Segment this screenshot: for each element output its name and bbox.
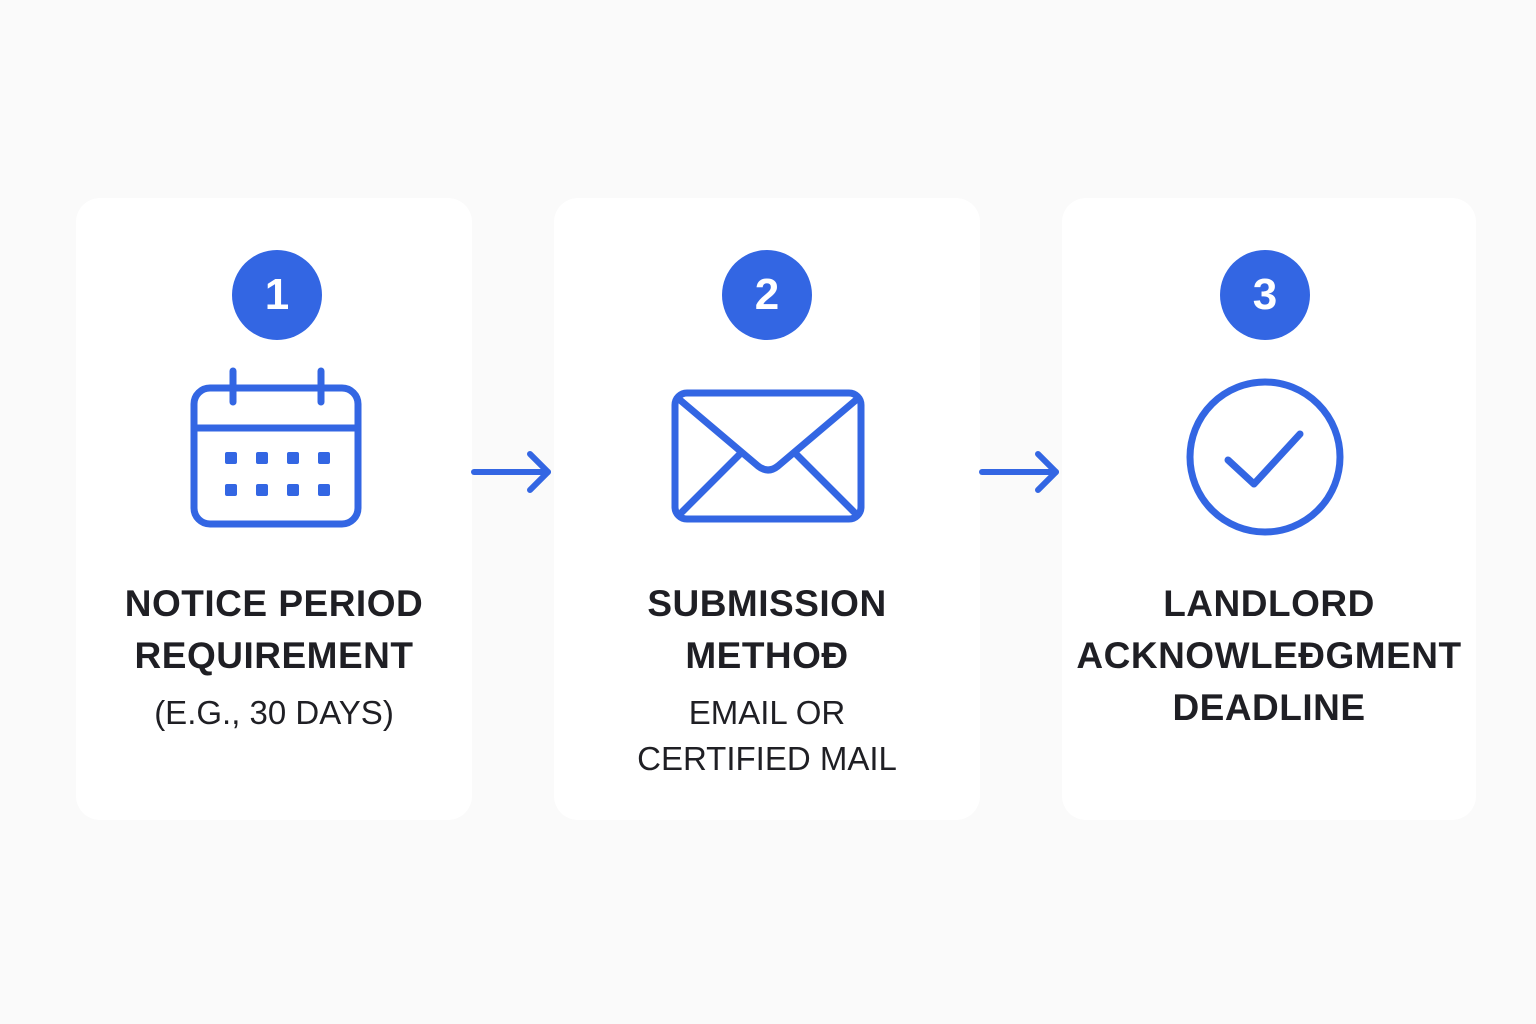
- step-title: LANDLORD ACKNOWLEÐGMENT DEADLINE: [1062, 578, 1476, 734]
- step-title-line: METHOÐ: [685, 635, 849, 676]
- step-number-badge: 3: [1220, 250, 1310, 340]
- step-card-2: 2 SUBMISSION METHOÐ EMAIL OR CERTIFIED M…: [554, 198, 980, 820]
- step-detail-line: EMAIL OR: [688, 694, 846, 731]
- step-detail: (E.G., 30 DAYS): [76, 690, 472, 736]
- step-title-line: REQUIREMENT: [134, 635, 414, 676]
- step-detail: EMAIL OR CERTIFIED MAIL: [554, 690, 980, 782]
- step-title: NOTICE PERIOD REQUIREMENT: [76, 578, 472, 682]
- step-title: SUBMISSION METHOÐ: [554, 578, 980, 682]
- step-detail-line: (E.G., 30 DAYS): [154, 694, 394, 731]
- step-number-badge: 1: [232, 250, 322, 340]
- step-card-3: 3 LANDLORD ACKNOWLEÐGMENT DEADLINE: [1062, 198, 1476, 820]
- step-number-badge: 2: [722, 250, 812, 340]
- step-title-line: ACKNOWLEÐGMENT: [1076, 635, 1462, 676]
- envelope-icon: [671, 389, 865, 523]
- step-title-line: SUBMISSION: [647, 583, 887, 624]
- step-title-line: LANDLORD: [1163, 583, 1375, 624]
- step-title-line: NOTICE PERIOD: [124, 583, 424, 624]
- calendar-icon: [190, 367, 362, 528]
- arrow-right-icon: [979, 451, 1059, 493]
- check-circle-icon: [1186, 378, 1344, 536]
- step-detail-line: CERTIFIED MAIL: [637, 740, 897, 777]
- arrow-right-icon: [471, 451, 551, 493]
- step-title-line: DEADLINE: [1172, 687, 1366, 728]
- step-card-1: 1 NOTICE PERIOD REQUIREMENT (E.G., 30 DA…: [76, 198, 472, 820]
